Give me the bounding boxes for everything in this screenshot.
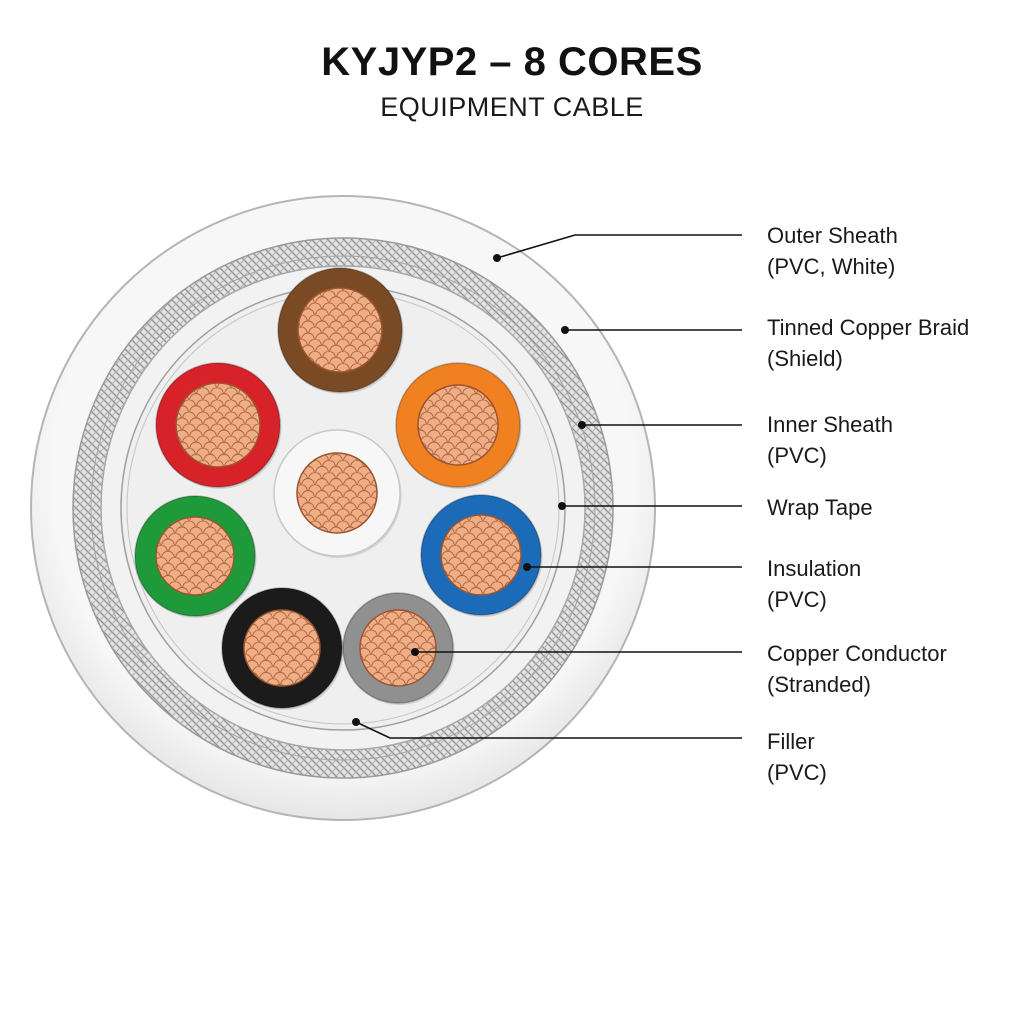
label-outer-sheath-name: Outer Sheath (767, 223, 898, 248)
leader-line-6 (355, 721, 742, 739)
label-outer-sheath: Outer Sheath (PVC, White) (767, 220, 898, 282)
leader-dot-5 (411, 648, 419, 656)
core-grey (342, 592, 455, 705)
label-braid-name: Tinned Copper Braid (767, 315, 970, 340)
label-insulation-material: (PVC) (767, 587, 827, 612)
leader-dot-1 (561, 326, 569, 334)
label-copper-conductor-material: (Stranded) (767, 672, 871, 697)
conductor-white (296, 452, 378, 534)
conductor-grey (359, 609, 437, 687)
leader-dot-4 (523, 563, 531, 571)
label-filler-material: (PVC) (767, 760, 827, 785)
conductor-green (155, 516, 235, 596)
label-outer-sheath-material: (PVC, White) (767, 254, 896, 279)
core-orange (395, 362, 522, 489)
core-black (221, 587, 344, 710)
core-blue (420, 494, 543, 617)
core-green (134, 495, 257, 618)
conductor-brown (297, 287, 383, 373)
leader-dot-6 (352, 718, 360, 726)
label-copper-conductor: Copper Conductor (Stranded) (767, 638, 947, 700)
leader-dot-0 (493, 254, 501, 262)
diagram-subtitle: EQUIPMENT CABLE (380, 92, 644, 122)
conductor-black (243, 609, 321, 687)
label-wrap-tape: Wrap Tape (767, 492, 873, 523)
conductor-blue (440, 514, 522, 596)
diagram-title: KYJYP2 – 8 CORES (321, 40, 703, 84)
core-white (273, 429, 402, 558)
label-inner-sheath: Inner Sheath (PVC) (767, 409, 893, 471)
label-inner-sheath-material: (PVC) (767, 443, 827, 468)
leader-dot-2 (578, 421, 586, 429)
core-red (155, 362, 282, 489)
label-insulation-name: Insulation (767, 556, 862, 581)
conductor-red (175, 382, 261, 468)
conductor-orange (417, 384, 499, 466)
label-inner-sheath-name: Inner Sheath (767, 412, 893, 437)
label-braid-material: (Shield) (767, 346, 843, 371)
label-filler: Filler (PVC) (767, 726, 827, 788)
core-brown (277, 267, 404, 394)
label-insulation: Insulation (PVC) (767, 553, 861, 615)
leader-line-0 (496, 234, 742, 259)
label-wrap-tape-name: Wrap Tape (767, 495, 873, 520)
label-filler-name: Filler (767, 729, 815, 754)
leader-dot-3 (558, 502, 566, 510)
label-copper-conductor-name: Copper Conductor (767, 641, 947, 666)
label-braid: Tinned Copper Braid (Shield) (767, 312, 969, 374)
